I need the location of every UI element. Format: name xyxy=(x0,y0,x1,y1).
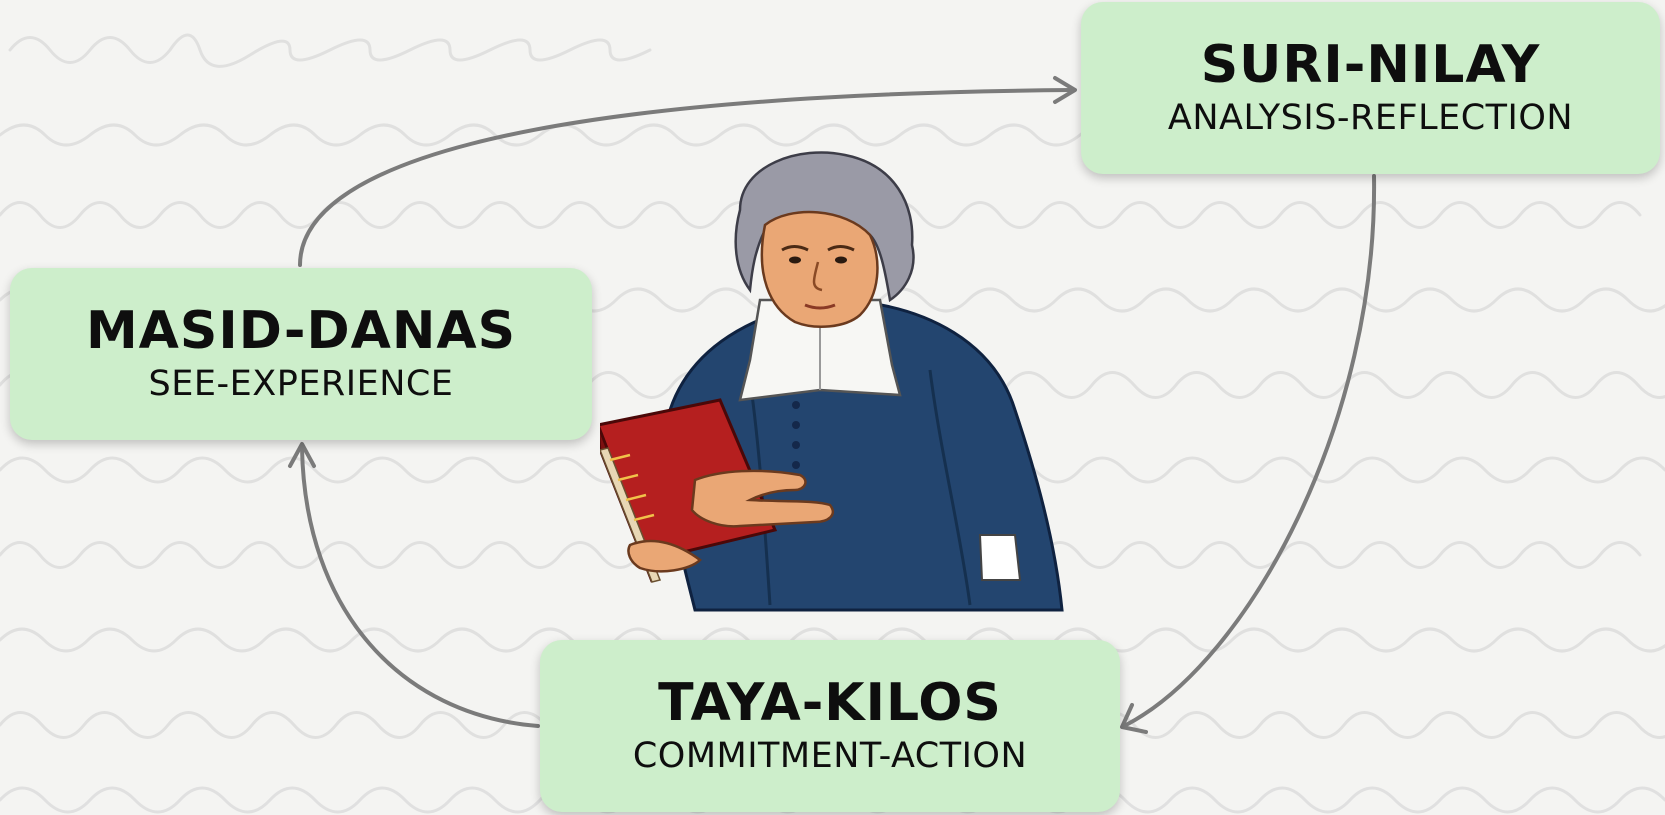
portrait-of-man-holding-red-book-icon xyxy=(600,151,1064,612)
node-masid-title: MASID-DANAS xyxy=(85,300,517,361)
arrowhead-taya xyxy=(1120,703,1148,734)
node-masid-subtitle: SEE-EXPERIENCE xyxy=(148,364,454,405)
node-taya-title: TAYA-KILOS xyxy=(658,672,1002,733)
arrowhead-suri xyxy=(1053,76,1077,104)
node-taya-subtitle: COMMITMENT-ACTION xyxy=(632,736,1028,777)
arrow-masid-to-suri xyxy=(298,88,1074,267)
node-masid-danas: MASID-DANAS SEE-EXPERIENCE xyxy=(10,268,592,440)
node-suri-title: SURI-NILAY xyxy=(1200,34,1541,95)
arrow-taya-to-masid xyxy=(300,446,540,728)
node-suri-nilay: SURI-NILAY ANALYSIS-REFLECTION xyxy=(1081,2,1660,174)
arrowhead-masid xyxy=(288,442,316,468)
node-suri-subtitle: ANALYSIS-REFLECTION xyxy=(1167,98,1574,139)
arrow-suri-to-taya xyxy=(1124,174,1377,727)
node-taya-kilos: TAYA-KILOS COMMITMENT-ACTION xyxy=(540,640,1120,812)
